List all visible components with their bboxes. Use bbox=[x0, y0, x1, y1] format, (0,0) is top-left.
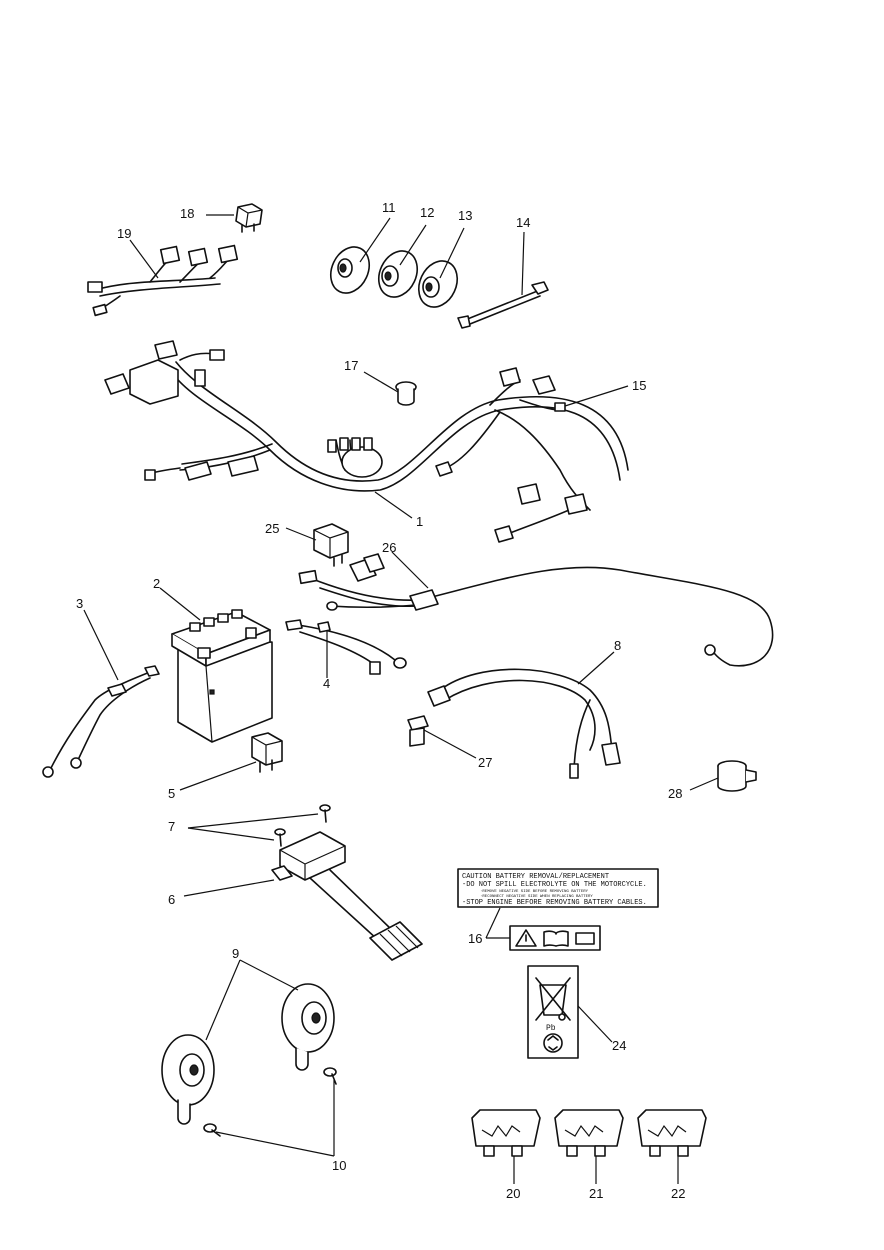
callout-8: 8 bbox=[614, 638, 621, 653]
callout-12: 12 bbox=[420, 205, 434, 220]
callout-26: 26 bbox=[382, 540, 396, 555]
relay-25 bbox=[313, 523, 349, 567]
callout-25: 25 bbox=[265, 521, 279, 536]
callout-22: 22 bbox=[671, 1186, 685, 1201]
bolt-10b bbox=[323, 1067, 337, 1085]
screw-7a bbox=[319, 804, 331, 823]
grommet-13 bbox=[417, 260, 459, 308]
label16-line3: ·REMOVE NEGATIVE SIDE BEFORE REMOVING BA… bbox=[480, 890, 589, 894]
callout-13: 13 bbox=[458, 208, 472, 223]
battery-lead-4 bbox=[285, 619, 407, 675]
label16-line5: -STOP ENGINE BEFORE REMOVING BATTERY CAB… bbox=[462, 899, 647, 907]
label16-line4: ·RECONNECT NEGATIVE SIDE WHEN REPLACING … bbox=[480, 895, 593, 899]
callout-19: 19 bbox=[117, 226, 131, 241]
main-harness-1 bbox=[104, 340, 629, 543]
callout-18: 18 bbox=[180, 206, 194, 221]
lead-8 bbox=[427, 668, 621, 779]
callout-7: 7 bbox=[168, 819, 175, 834]
callout-9: 9 bbox=[232, 946, 239, 961]
earth-strap-14 bbox=[457, 281, 549, 329]
callout-17: 17 bbox=[344, 358, 358, 373]
callout-6: 6 bbox=[168, 892, 175, 907]
blanking-plug-17 bbox=[395, 381, 417, 406]
disposal-label-24: Pb bbox=[527, 965, 579, 1059]
relay-18 bbox=[235, 203, 263, 233]
battery-2 bbox=[171, 609, 273, 743]
callout-24: 24 bbox=[612, 1038, 626, 1053]
callout-3: 3 bbox=[76, 596, 83, 611]
pb-text: Pb bbox=[546, 1024, 556, 1033]
callout-labels: 1 2 3 4 5 6 7 8 9 10 11 12 13 14 15 16 1… bbox=[76, 200, 685, 1201]
callout-15: 15 bbox=[632, 378, 646, 393]
callout-27: 27 bbox=[478, 755, 492, 770]
grommet-11 bbox=[329, 246, 371, 294]
fuse-21 bbox=[554, 1109, 624, 1157]
callout-21: 21 bbox=[589, 1186, 603, 1201]
fuse-20 bbox=[471, 1109, 541, 1157]
callout-2: 2 bbox=[153, 576, 160, 591]
callout-10: 10 bbox=[332, 1158, 346, 1173]
fuse-22 bbox=[637, 1109, 707, 1157]
battery-icon bbox=[575, 932, 595, 945]
label16-line1: CAUTION BATTERY REMOVAL/REPLACEMENT bbox=[462, 873, 609, 881]
harness-26 bbox=[298, 553, 774, 667]
regulator-6 bbox=[271, 831, 423, 961]
label16-line2: -DO NOT SPILL ELECTROLYTE ON THE MOTORCY… bbox=[462, 881, 647, 889]
cap-28 bbox=[717, 760, 757, 792]
bulb-holder-27 bbox=[407, 715, 429, 747]
callout-28: 28 bbox=[668, 786, 682, 801]
callout-14: 14 bbox=[516, 215, 530, 230]
leader-lines bbox=[83, 214, 719, 1184]
bolt-10a bbox=[203, 1123, 221, 1137]
callout-5: 5 bbox=[168, 786, 175, 801]
callout-11: 11 bbox=[382, 200, 396, 215]
battery-lead-3 bbox=[42, 665, 160, 778]
horn-9a bbox=[161, 1034, 215, 1125]
relay-5 bbox=[251, 732, 283, 773]
callout-4: 4 bbox=[323, 676, 330, 691]
callout-20: 20 bbox=[506, 1186, 520, 1201]
book-icon bbox=[543, 930, 569, 947]
horn-9b bbox=[281, 983, 335, 1071]
recycle-icon bbox=[543, 1033, 563, 1053]
callout-1: 1 bbox=[416, 514, 423, 529]
grommet-12 bbox=[377, 250, 419, 298]
sub-harness-19 bbox=[87, 244, 239, 317]
screw-7b bbox=[274, 828, 286, 847]
callout-16: 16 bbox=[468, 931, 482, 946]
